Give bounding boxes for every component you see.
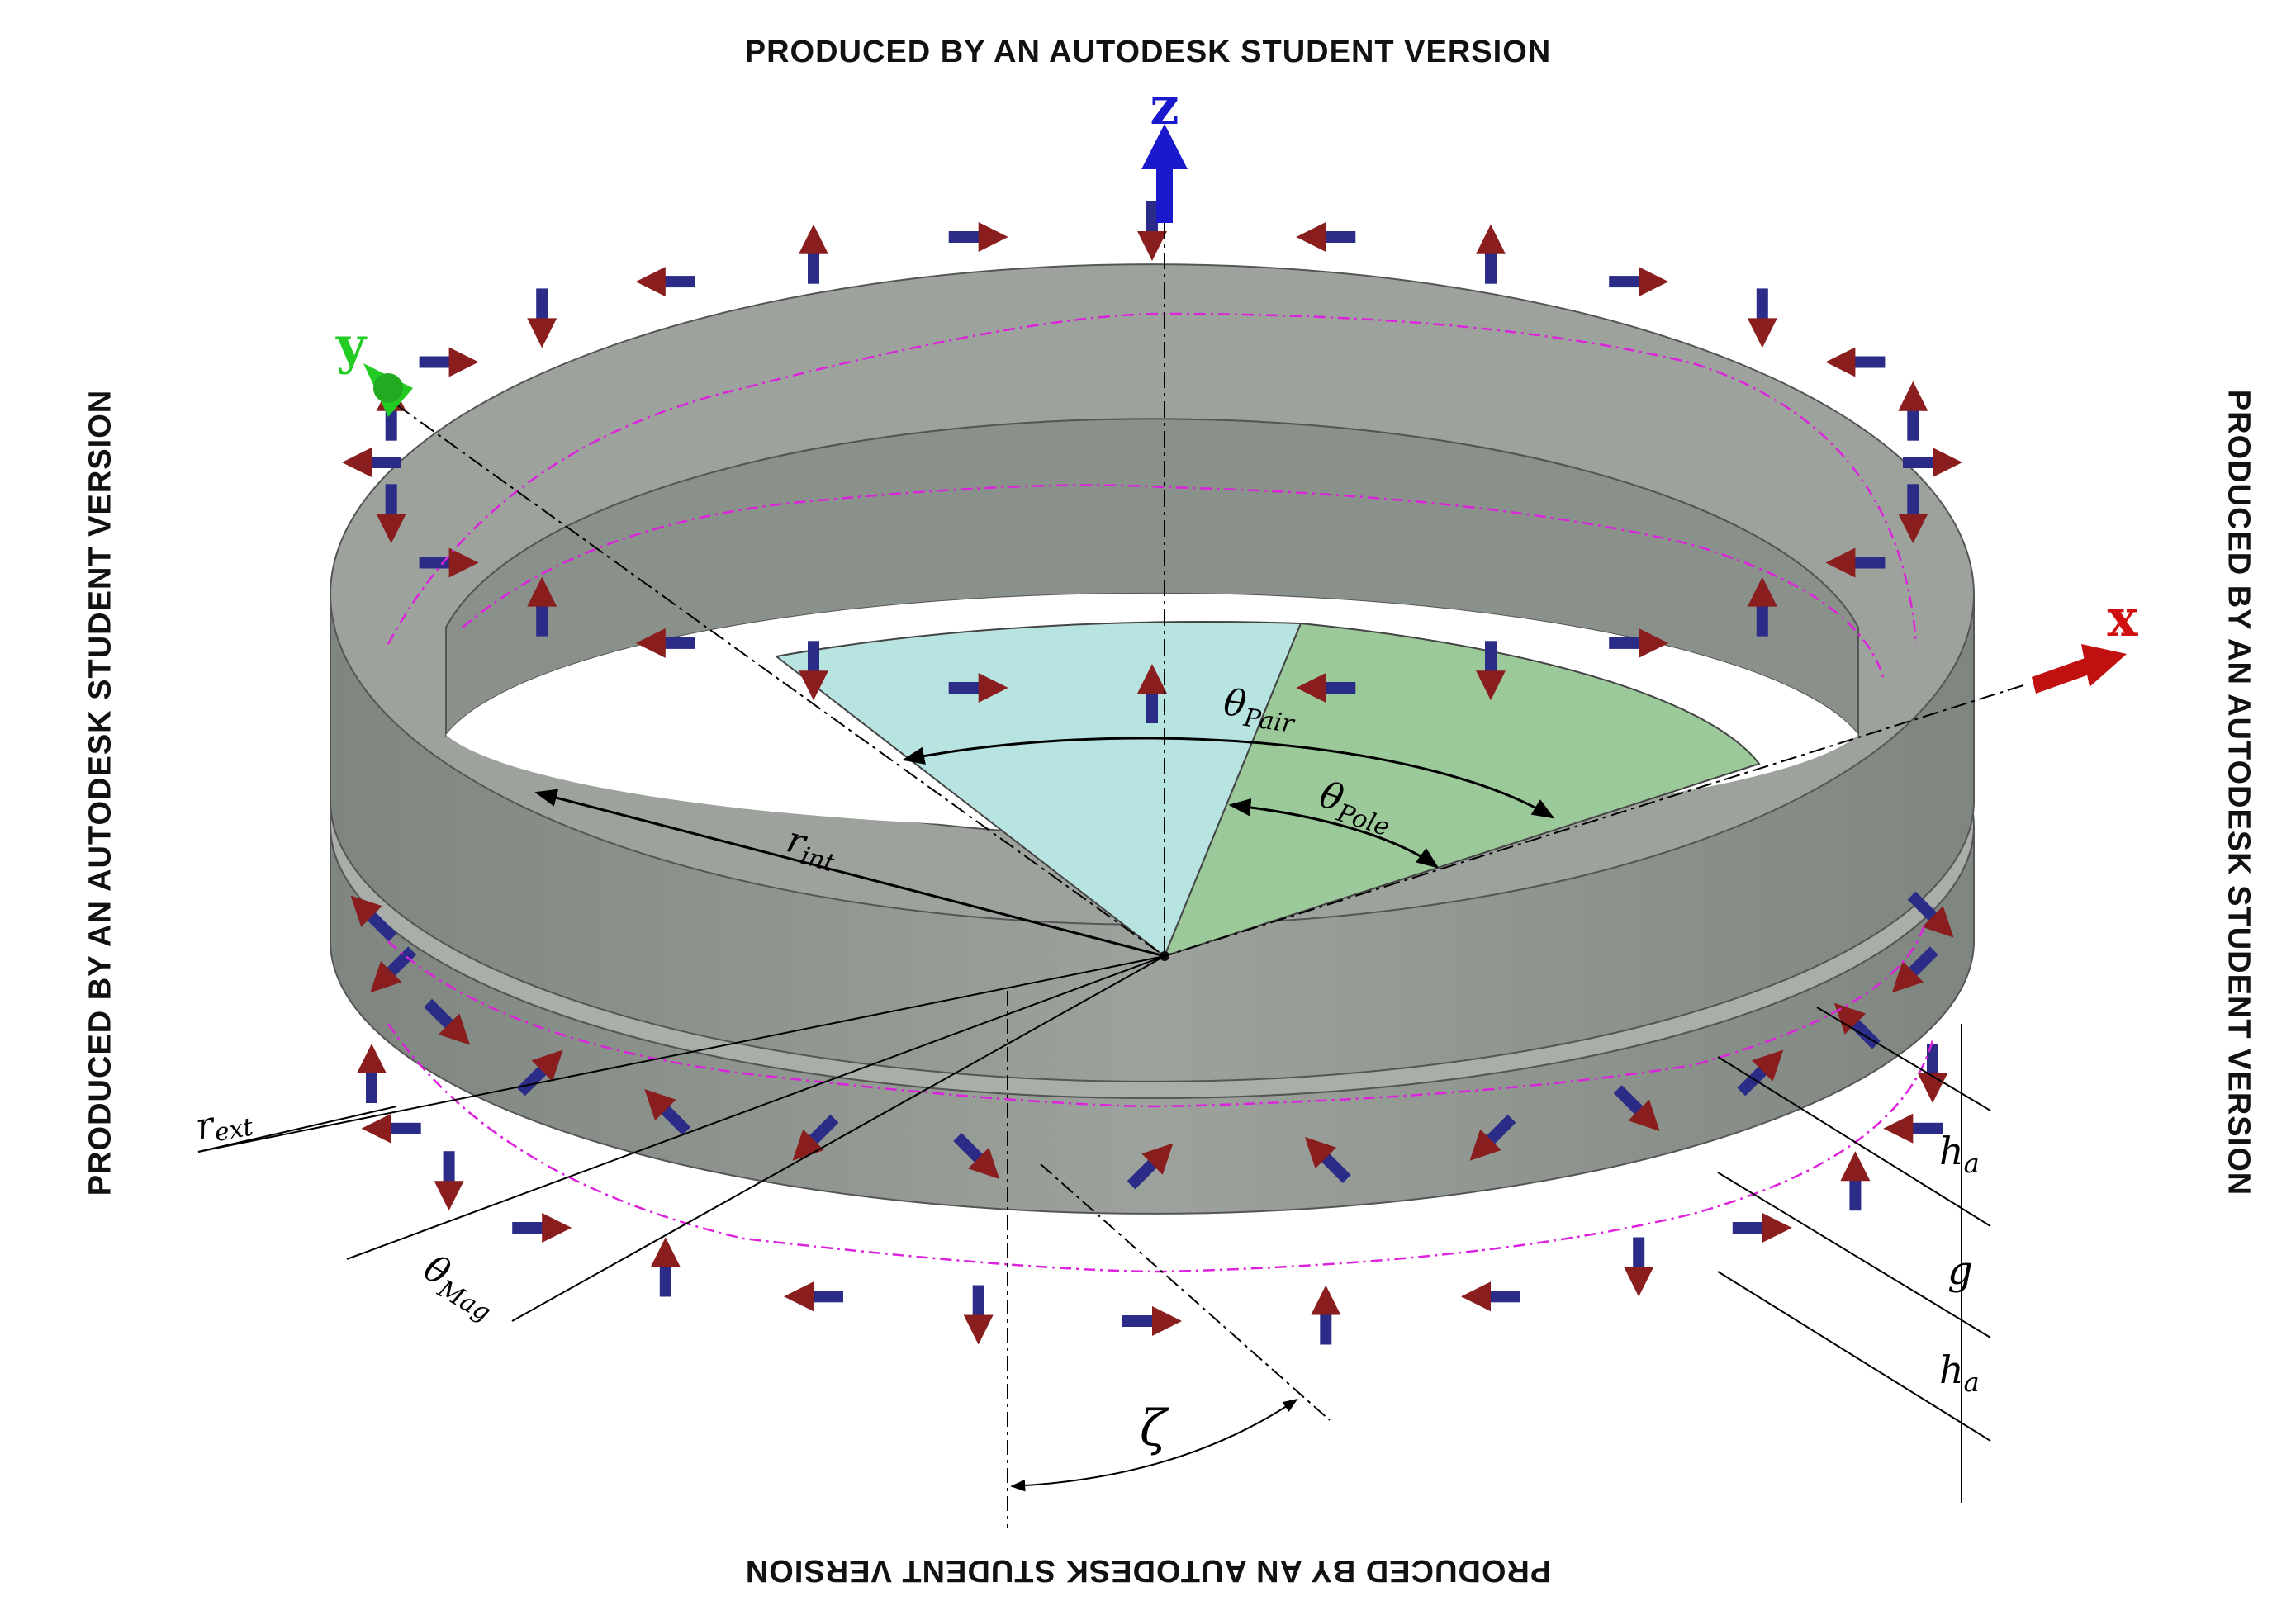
magnet-arrow (1903, 448, 1962, 477)
magnet-arrow (1898, 381, 1928, 441)
magnet-arrow (799, 641, 828, 701)
magnet-arrow (1624, 1237, 1654, 1297)
flux-line-upper (387, 312, 1918, 645)
magnet-arrow (1918, 1044, 1947, 1103)
magnet-arrow (948, 673, 1008, 703)
dimension-lines (197, 955, 1991, 1528)
x-axis-line (1164, 684, 2024, 957)
h-a-top-label: ha (1939, 1129, 1980, 1179)
magnet-arrow (419, 547, 479, 578)
x-axis-arrow-shaft (2032, 656, 2094, 694)
height-ext-3 (1717, 1172, 1991, 1338)
magnet-arrow (527, 576, 557, 637)
magnet-arrow (1747, 288, 1777, 348)
y-axis-label: y (335, 315, 368, 376)
zeta-line-b (1040, 1163, 1331, 1421)
flux-lines (387, 312, 1934, 1273)
theta-pole-label: θPole (1312, 774, 1398, 842)
magnet-arrow (527, 288, 557, 348)
magnet-arrow (512, 1213, 572, 1243)
magnet-arrow (635, 628, 695, 658)
theta-mag-line-a (346, 955, 1165, 1260)
g-label: g (1947, 1248, 1973, 1294)
magnet-arrow (784, 1281, 843, 1312)
z-axis-arrow-shaft (1156, 165, 1173, 223)
magnet-arrow (1476, 224, 1506, 284)
theta-pair-label: θPair (1220, 681, 1299, 739)
magnet-arrow (1732, 1213, 1792, 1243)
theta-pole-arc (1228, 798, 1440, 869)
magnet-arrow (1476, 641, 1506, 701)
magnet-arrow (342, 448, 401, 477)
magnet-arrow (361, 1113, 421, 1144)
magnet-arrow (635, 267, 695, 297)
flux-line-lower-outer (387, 1023, 1934, 1273)
magnet-arrow (434, 1151, 464, 1211)
theta-mag-label: θMag (414, 1247, 505, 1327)
magnet-arrow (1311, 1285, 1341, 1345)
magnet-arrow (1840, 1151, 1871, 1211)
magnet-arrow (1609, 628, 1669, 658)
zeta-arc (1010, 1398, 1298, 1492)
magnet-arrow (1825, 347, 1886, 377)
r-int-line (534, 789, 1165, 958)
z-axis-label: z (1150, 76, 1179, 136)
x-axis-arrow-head (2081, 644, 2127, 687)
height-ext-2 (1717, 1056, 1991, 1227)
theta-mag-line-b (511, 955, 1165, 1322)
magnet-arrow (1461, 1281, 1520, 1312)
h-a-bottom-label: ha (1939, 1348, 1980, 1398)
magnet-arrow (376, 484, 406, 544)
magnet-arrow (650, 1237, 681, 1297)
angle-sectors (534, 621, 1761, 961)
height-ext-4 (1717, 1271, 1991, 1442)
magnet-arrow (1898, 484, 1928, 544)
magnet-arrow (1296, 673, 1356, 703)
magnet-arrow (963, 1285, 994, 1345)
flux-line-upper-inner (462, 484, 1885, 678)
magnet-arrow (419, 347, 479, 377)
magnet-arrow (1609, 267, 1669, 297)
theta-pair-arc (902, 737, 1555, 819)
z-axis-arrow-head (1141, 124, 1188, 169)
magnet-arrow (1883, 1113, 1943, 1144)
zeta-label: ζ (1140, 1400, 1169, 1457)
magnet-arrow (799, 224, 828, 284)
axes (363, 124, 2127, 957)
y-axis-line (396, 404, 1165, 957)
magnet-arrow (357, 1044, 387, 1103)
flux-line-lower (387, 924, 1926, 1108)
r-ext-line (197, 955, 1165, 1153)
magnet-arrow (1825, 547, 1886, 578)
magnet-arrow (1137, 664, 1167, 723)
r-ext-extension (197, 1106, 397, 1153)
x-axis-label: x (2108, 588, 2139, 648)
magnet-arrow (1137, 201, 1167, 261)
y-axis-arrow-ball (373, 373, 403, 403)
magnet-arrow (1122, 1306, 1182, 1336)
magnet-arrow (948, 222, 1008, 252)
diagram-labels: z y x θPair θPole rint rext θMag ζ ha g … (192, 76, 2138, 1457)
watermark-top: PRODUCED BY AN AUTODESK STUDENT VERSION (744, 35, 1552, 69)
magnet-arrow (1747, 576, 1777, 637)
magnet-arrow (1296, 222, 1356, 252)
